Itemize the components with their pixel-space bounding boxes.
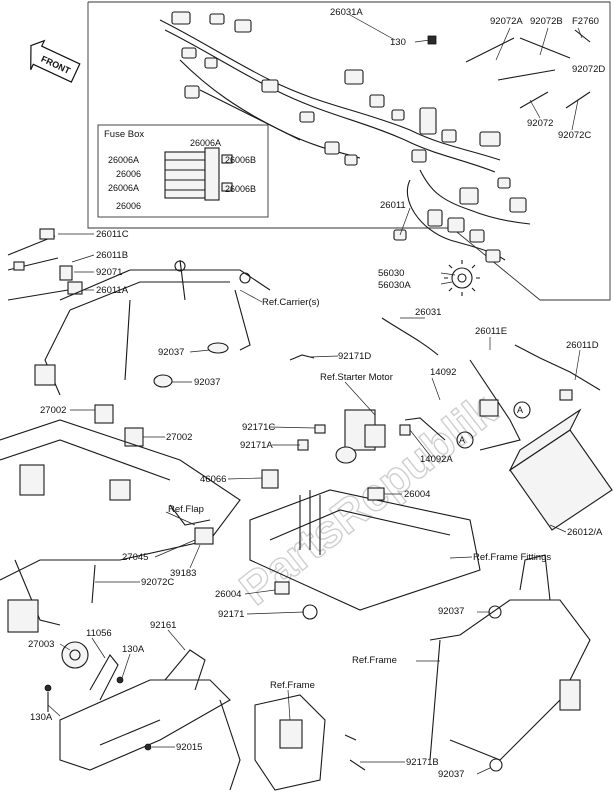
- label-26004-a: 26004: [404, 489, 430, 500]
- label-27003: 27003: [28, 639, 54, 650]
- label-26006A-top: 26006A: [190, 138, 221, 148]
- label-26006B-r1: 26006B: [225, 155, 256, 165]
- label-92171: 92171: [218, 609, 244, 620]
- fuse-box-contents: [164, 147, 233, 201]
- label-26031: 26031: [415, 307, 441, 318]
- label-92071: 92071: [96, 267, 122, 278]
- leader-lines: [47, 14, 583, 775]
- label-ref-flap: Ref.Flap: [168, 504, 204, 515]
- label-56030A: 56030A: [378, 280, 411, 291]
- label-26011E: 26011E: [475, 326, 507, 337]
- label-ref-frame-fittings: Ref.Frame Fittings: [473, 552, 551, 563]
- label-39183: 39183: [170, 568, 196, 579]
- label-92171D: 92171D: [338, 351, 371, 362]
- fuse-box-title: Fuse Box: [104, 129, 144, 140]
- label-26006A-l2: 26006A: [108, 183, 139, 193]
- front-arrow-icon: FRONT: [30, 39, 81, 83]
- fuse-box-frame: [97, 124, 269, 218]
- starter-motor: [335, 409, 446, 464]
- central-tray: [249, 439, 481, 620]
- label-26004-b: 26004: [215, 589, 241, 600]
- lower-frame-center: [254, 694, 366, 791]
- label-F2760: F2760: [572, 16, 599, 27]
- label-26006-l2: 26006: [116, 201, 141, 211]
- label-92072C-bottom: 92072C: [141, 577, 174, 588]
- label-26011B: 26011B: [96, 250, 128, 261]
- small-clamps: [91, 342, 499, 746]
- label-46066: 46066: [200, 474, 226, 485]
- horn-assembly: [44, 641, 124, 712]
- label-92015: 92015: [176, 742, 202, 753]
- label-92072D: 92072D: [572, 64, 605, 75]
- label-27045: 27045: [122, 552, 148, 563]
- grommet-gear-icon: [444, 260, 480, 296]
- lower-left-frame: [0, 419, 241, 633]
- label-92037-c: 92037: [438, 606, 464, 617]
- harness-26031: [381, 317, 439, 356]
- lower-frame-left: [59, 649, 241, 791]
- label-56030: 56030: [378, 268, 404, 279]
- label-26031A: 26031A: [330, 7, 363, 18]
- label-92037-a: 92037: [158, 347, 184, 358]
- label-27002-b: 27002: [166, 432, 192, 443]
- label-26011A: 26011A: [96, 285, 129, 296]
- label-92171C: 92171C: [242, 422, 275, 433]
- label-ref-frame-right: Ref.Frame: [352, 655, 397, 666]
- lower-frame-right: [429, 554, 591, 772]
- label-92072A: 92072A: [490, 16, 523, 27]
- part-labels: 26031A 130 92072A 92072B F2760 92072D 92…: [28, 7, 605, 780]
- label-130A-b: 130A: [30, 712, 53, 723]
- callout-a-right: A: [517, 405, 523, 415]
- cable-ties-top: [427, 29, 591, 109]
- label-92037-d: 92037: [438, 769, 464, 780]
- label-ref-starter: Ref.Starter Motor: [320, 372, 393, 383]
- harness-frame-box: [87, 1, 611, 301]
- label-26006A-l1: 26006A: [108, 155, 139, 165]
- label-92161: 92161: [150, 620, 176, 631]
- label-92037-b: 92037: [194, 377, 220, 388]
- label-26006-l1: 26006: [116, 169, 141, 179]
- label-26006B-r2: 26006B: [225, 184, 256, 194]
- label-27002-a: 27002: [40, 405, 66, 416]
- label-26011D: 26011D: [566, 340, 599, 351]
- main-wiring-harness: [159, 11, 531, 263]
- label-130A-a: 130A: [122, 644, 145, 655]
- label-26011: 26011: [380, 200, 406, 211]
- label-14092: 14092: [430, 367, 456, 378]
- callout-a-left: A: [459, 435, 465, 445]
- label-26012A: 26012/A: [567, 527, 603, 538]
- label-92171A: 92171A: [240, 440, 273, 451]
- left-cables: [7, 228, 83, 301]
- battery-assembly: A A: [456, 344, 613, 531]
- carrier-frame: [34, 259, 271, 396]
- label-ref-carrier: Ref.Carrier(s): [262, 297, 320, 308]
- label-130-top: 130: [390, 37, 406, 48]
- label-11056: 11056: [86, 628, 112, 639]
- label-92072C-top: 92072C: [558, 130, 591, 141]
- label-92171B: 92171B: [406, 757, 439, 768]
- label-26011C: 26011C: [96, 229, 129, 240]
- label-92072B: 92072B: [530, 16, 563, 27]
- label-14092A: 14092A: [420, 454, 453, 465]
- relay-group-left: [94, 404, 144, 447]
- label-ref-frame-center: Ref.Frame: [270, 680, 315, 691]
- label-92072: 92072: [527, 118, 553, 129]
